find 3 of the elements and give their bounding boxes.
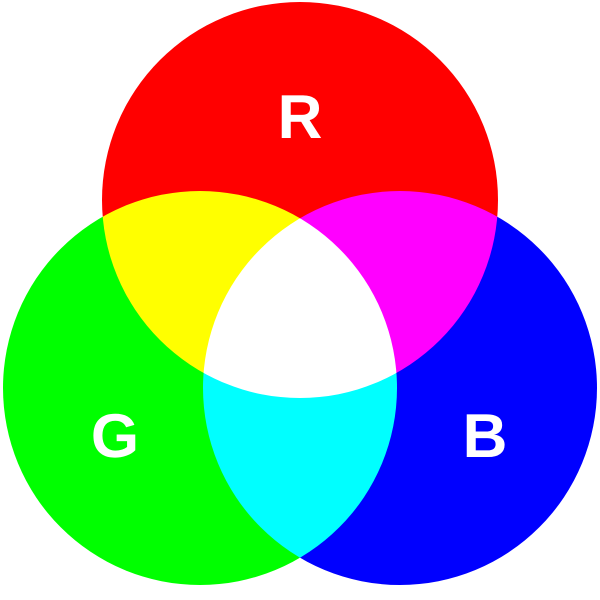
circle-label: G: [90, 406, 140, 468]
circle-label: R: [278, 87, 322, 149]
circle-label: B: [462, 406, 508, 468]
